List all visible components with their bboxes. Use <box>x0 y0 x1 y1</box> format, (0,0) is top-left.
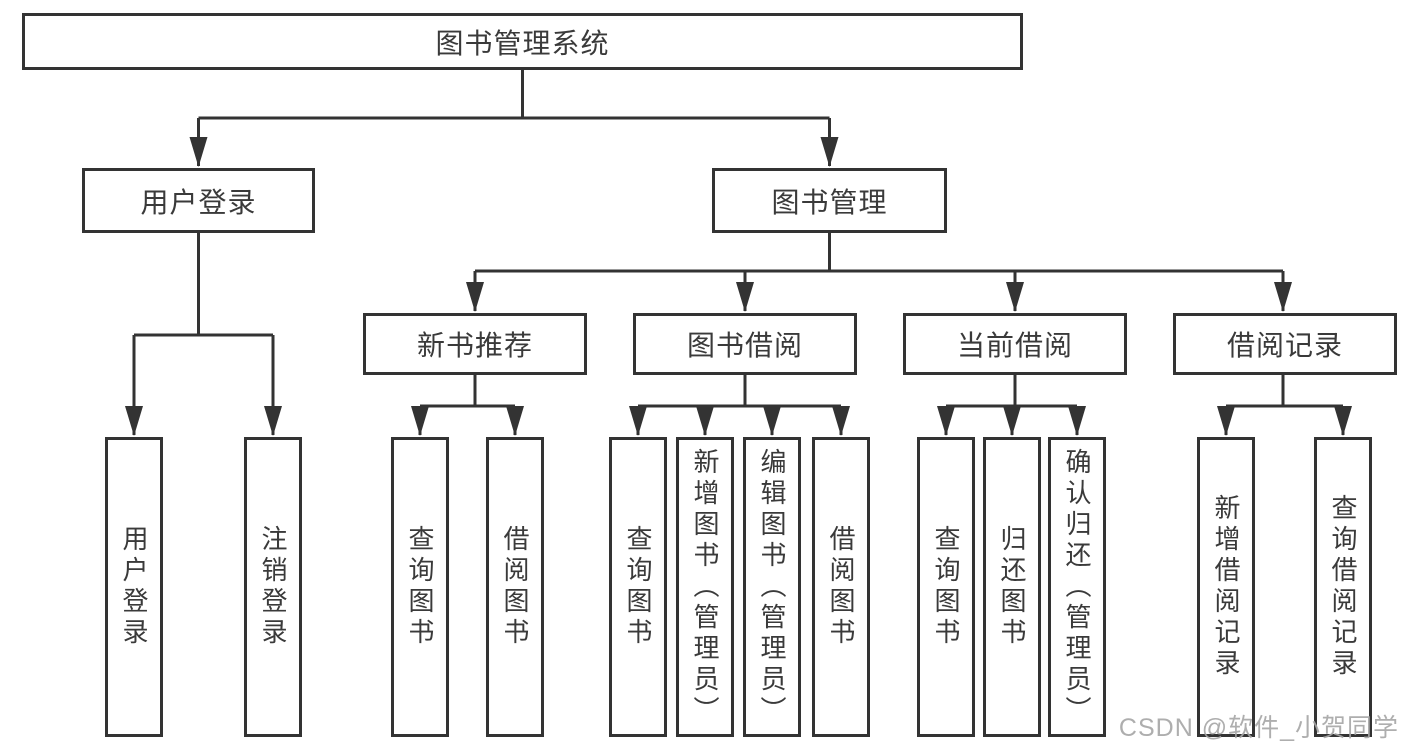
node-user-login-branch: 用户登录 <box>82 168 315 233</box>
leaf-bb-add-books-admin-label: 新增图书（管理员） <box>690 447 720 727</box>
leaf-nb-query-books: 查询图书 <box>391 437 449 737</box>
node-new-book-recommend: 新书推荐 <box>363 313 587 375</box>
leaf-user-login: 用户登录 <box>105 437 163 737</box>
leaf-br-add-record-label: 新增借阅记录 <box>1211 494 1241 680</box>
node-root-system: 图书管理系统 <box>22 13 1023 70</box>
leaf-bb-query-books-label: 查询图书 <box>623 525 653 649</box>
leaf-cb-confirm-return-admin-label: 确认归还（管理员） <box>1062 447 1092 727</box>
leaf-bb-borrow-books: 借阅图书 <box>812 437 870 737</box>
leaf-bb-query-books: 查询图书 <box>609 437 667 737</box>
leaf-logout-label: 注销登录 <box>258 525 288 649</box>
leaf-nb-borrow-books-label: 借阅图书 <box>500 525 530 649</box>
leaf-br-query-record: 查询借阅记录 <box>1314 437 1372 737</box>
node-current-borrow: 当前借阅 <box>903 313 1127 375</box>
node-book-borrow: 图书借阅 <box>633 313 857 375</box>
node-book-management-branch: 图书管理 <box>712 168 947 233</box>
leaf-nb-borrow-books: 借阅图书 <box>486 437 544 737</box>
leaf-bb-borrow-books-label: 借阅图书 <box>826 525 856 649</box>
leaf-logout: 注销登录 <box>244 437 302 737</box>
leaf-br-add-record: 新增借阅记录 <box>1197 437 1255 737</box>
leaf-cb-return-books-label: 归还图书 <box>997 525 1027 649</box>
leaf-cb-query-books-label: 查询图书 <box>931 525 961 649</box>
node-borrow-record: 借阅记录 <box>1173 313 1397 375</box>
leaf-br-query-record-label: 查询借阅记录 <box>1328 494 1358 680</box>
leaf-bb-add-books-admin: 新增图书（管理员） <box>676 437 734 737</box>
leaf-user-login-label: 用户登录 <box>119 525 149 649</box>
leaf-nb-query-books-label: 查询图书 <box>405 525 435 649</box>
leaf-cb-return-books: 归还图书 <box>983 437 1041 737</box>
csdn-watermark: CSDN @软件_小贺同学 <box>1118 714 1399 742</box>
leaf-bb-edit-books-admin: 编辑图书（管理员） <box>743 437 801 737</box>
leaf-cb-query-books: 查询图书 <box>917 437 975 737</box>
leaf-bb-edit-books-admin-label: 编辑图书（管理员） <box>757 447 787 727</box>
leaf-cb-confirm-return-admin: 确认归还（管理员） <box>1048 437 1106 737</box>
